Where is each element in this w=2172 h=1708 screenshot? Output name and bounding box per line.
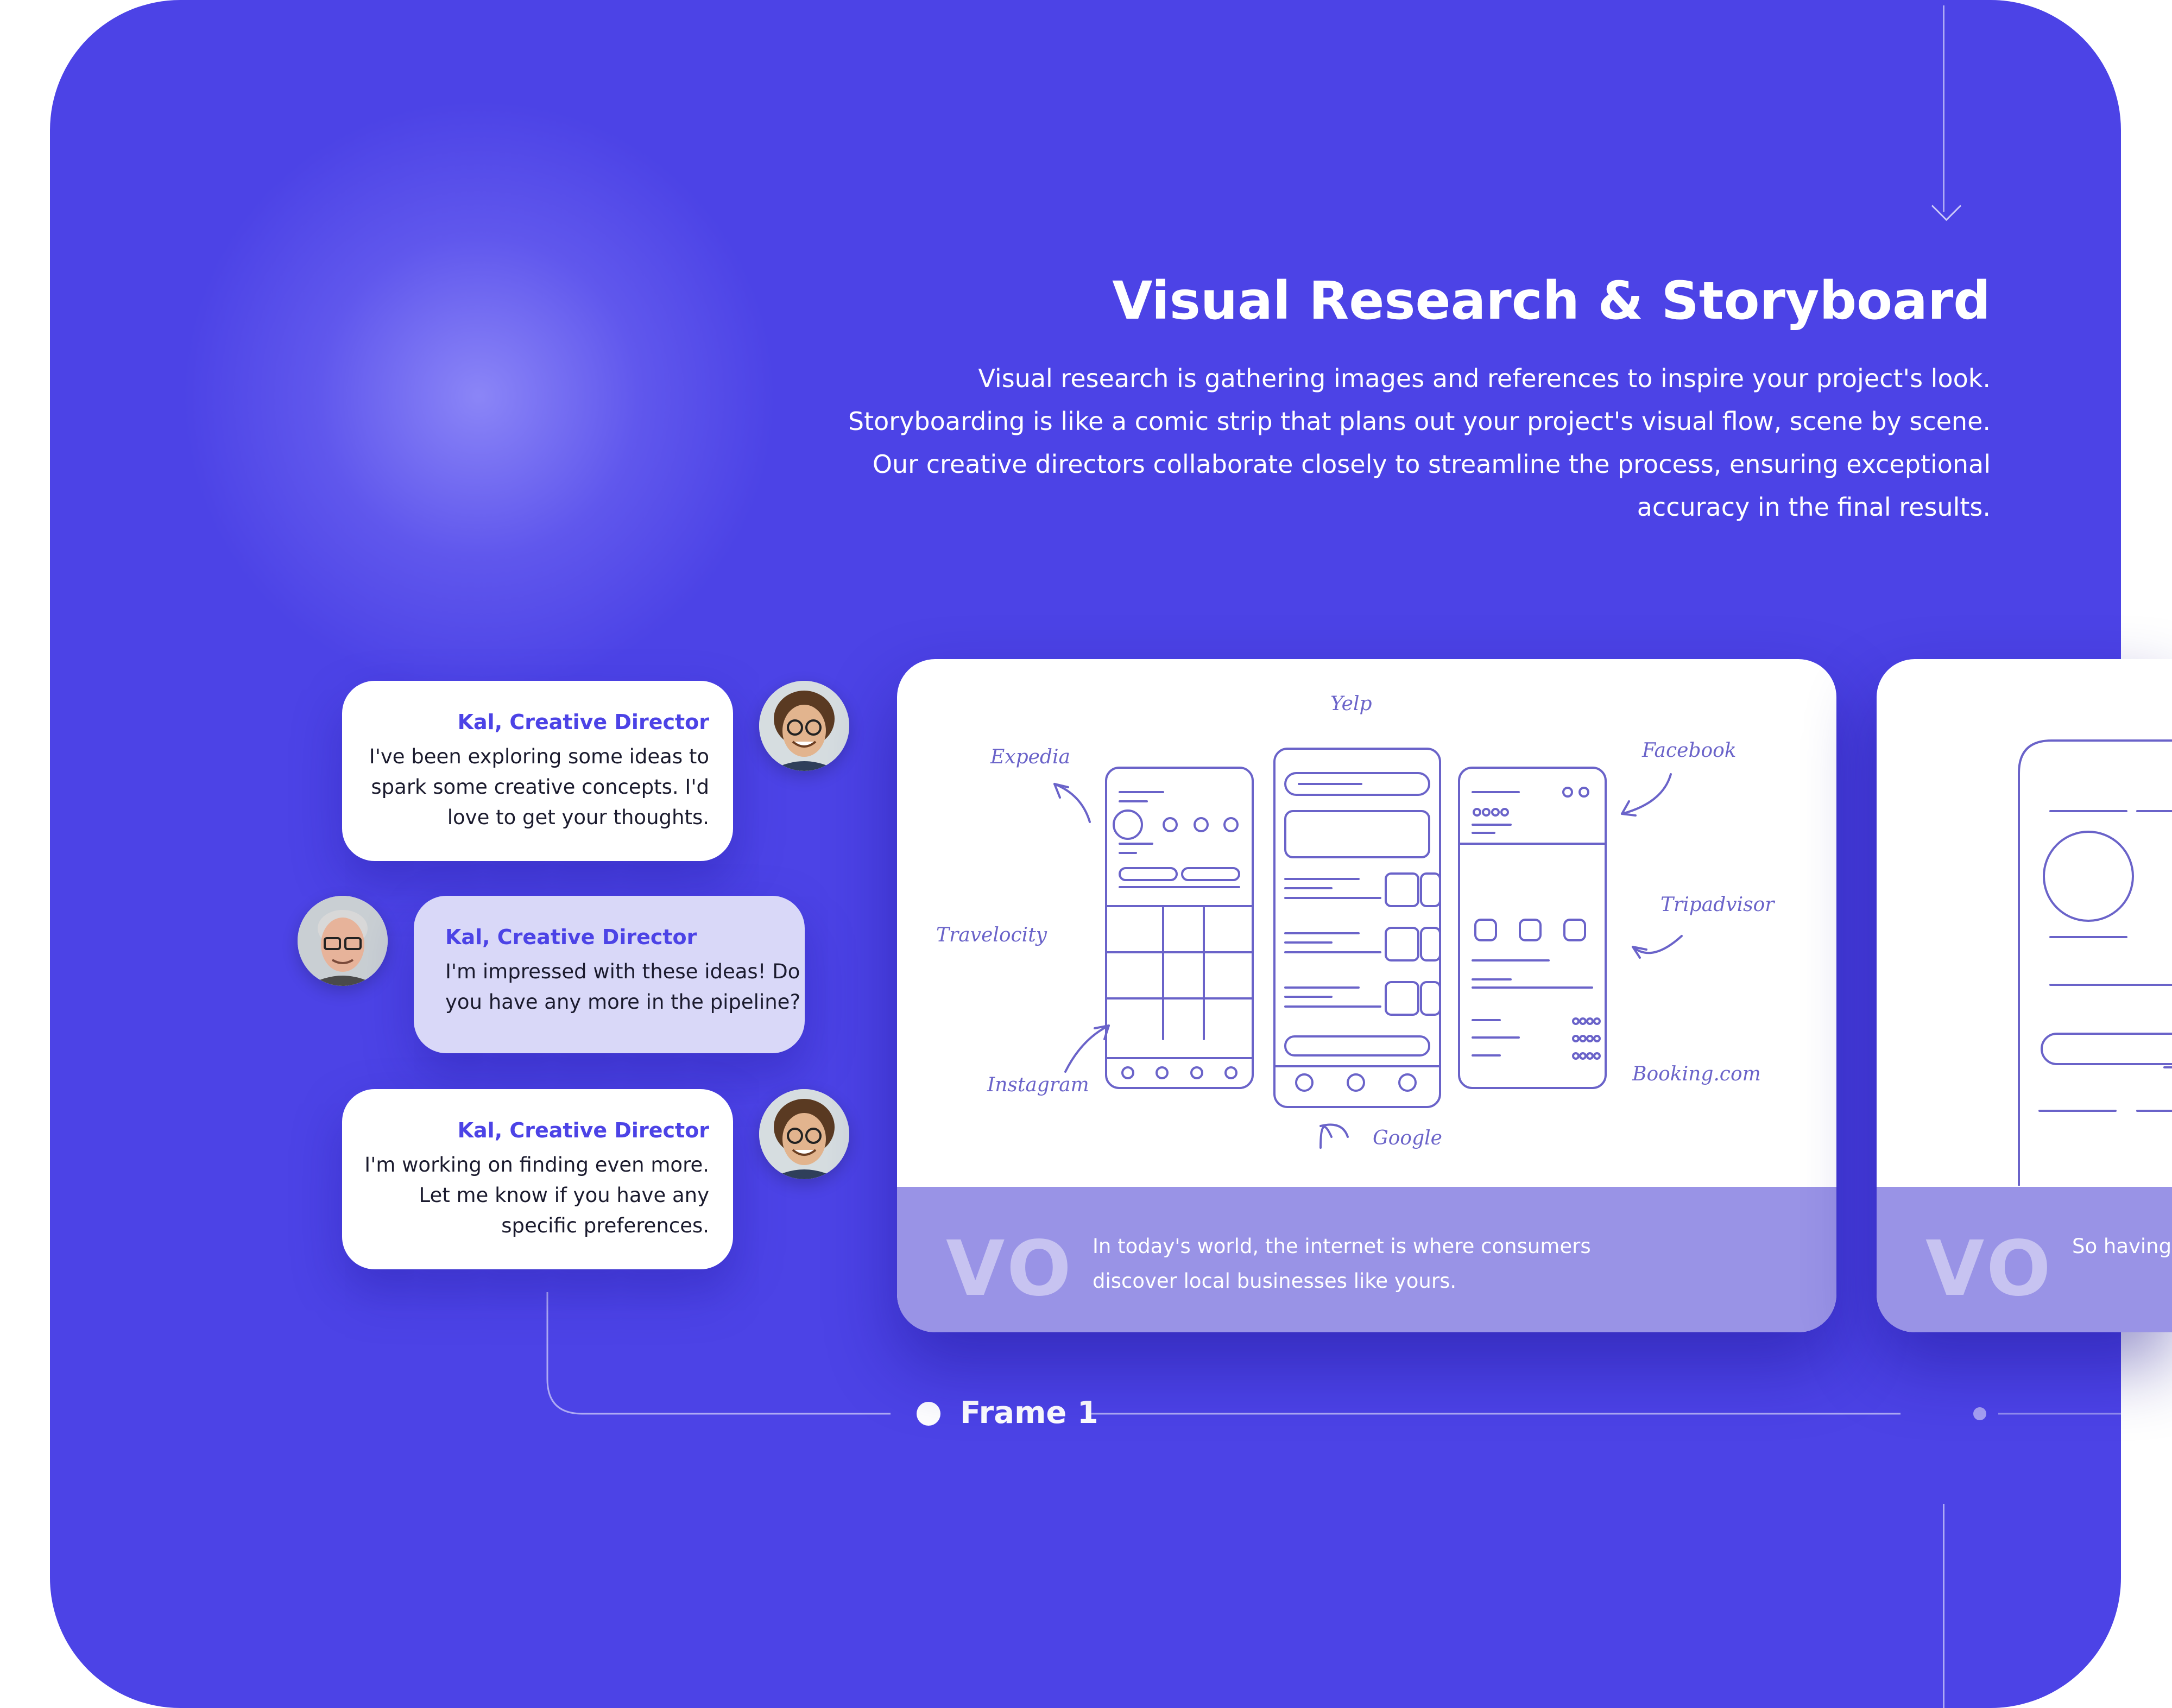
sketch-label-yelp: Yelp	[1330, 693, 1372, 715]
chat-message: Kal, Creative Director I'm impressed wit…	[414, 896, 805, 1053]
description-line: Our creative directors collaborate close…	[872, 450, 1991, 479]
chat-line: I'm working on finding even more.	[364, 1153, 709, 1176]
voiceover-label: VO	[1925, 1225, 2054, 1313]
sketch-label-facebook: Facebook	[1642, 739, 1737, 762]
sketch-label-booking: Booking.com	[1632, 1063, 1761, 1085]
top-divider-line	[1943, 5, 1944, 212]
description-line: Visual research is gathering images and …	[978, 364, 1991, 393]
arrow-down-icon	[1931, 191, 1962, 222]
sketch-label-google: Google	[1373, 1127, 1442, 1149]
chat-line: specific preferences.	[501, 1214, 709, 1237]
timeline-dot-active[interactable]	[917, 1402, 940, 1426]
chat-line: I'm impressed with these ideas! Do	[445, 960, 800, 983]
avatar	[759, 681, 849, 771]
chat-author: Kal, Creative Director	[457, 710, 709, 734]
caption-line: In today's world, the internet is where …	[1093, 1235, 1591, 1258]
sketch-label-tripadvisor: Tripadvisor	[1660, 894, 1775, 916]
timeline-dot[interactable]	[1973, 1407, 1986, 1420]
avatar	[759, 1089, 849, 1179]
section-description: Visual research is gathering images and …	[742, 357, 1991, 529]
frame-label: Frame 1	[960, 1395, 1098, 1431]
chat-line: you have any more in the pipeline?	[445, 990, 801, 1014]
description-line: Storyboarding is like a comic strip that…	[848, 407, 1991, 436]
section-title: Visual Research & Storyboard	[1112, 270, 1991, 331]
chat-text: I'm working on finding even more. Let me…	[364, 1150, 709, 1241]
wireframe-sketch	[2018, 739, 2172, 1186]
chat-text: I'm impressed with these ideas! Do you h…	[445, 957, 801, 1017]
voiceover-label: VO	[946, 1225, 1075, 1313]
voiceover-caption-bar: VO In today's world, the internet is whe…	[897, 1187, 1836, 1332]
chat-author: Kal, Creative Director	[445, 925, 697, 949]
avatar	[298, 896, 388, 986]
voiceover-caption-bar: VO So having	[1877, 1187, 2172, 1332]
chat-line: Let me know if you have any	[419, 1184, 709, 1207]
chat-line: spark some creative concepts. I'd	[371, 775, 709, 799]
caption-line: discover local businesses like yours.	[1093, 1269, 1457, 1293]
background-glow	[180, 98, 778, 695]
chat-text: I've been exploring some ideas to spark …	[364, 742, 709, 833]
chat-message: Kal, Creative Director I've been explori…	[342, 681, 733, 861]
storyboard-frame-card[interactable]: Yelp Expedia Facebook Tripadvisor Travel…	[897, 659, 1836, 1332]
sketch-label-expedia: Expedia	[990, 746, 1070, 768]
wireframe-sketch	[1053, 748, 1683, 1149]
chat-message: Kal, Creative Director I'm working on fi…	[342, 1089, 733, 1269]
voiceover-caption: In today's world, the internet is where …	[1093, 1229, 1591, 1299]
sketch-label-instagram: Instagram	[987, 1074, 1089, 1096]
description-line: accuracy in the final results.	[1637, 492, 1991, 522]
chat-author: Kal, Creative Director	[457, 1118, 709, 1142]
storyboard-frame-card-next[interactable]: VO So having	[1877, 659, 2172, 1332]
chat-line: I've been exploring some ideas to	[369, 745, 709, 768]
voiceover-caption: So having	[2072, 1235, 2172, 1258]
chat-line: love to get your thoughts.	[447, 806, 709, 829]
bottom-divider-line	[1943, 1504, 1944, 1708]
sketch-label-travelocity: Travelocity	[936, 924, 1047, 946]
